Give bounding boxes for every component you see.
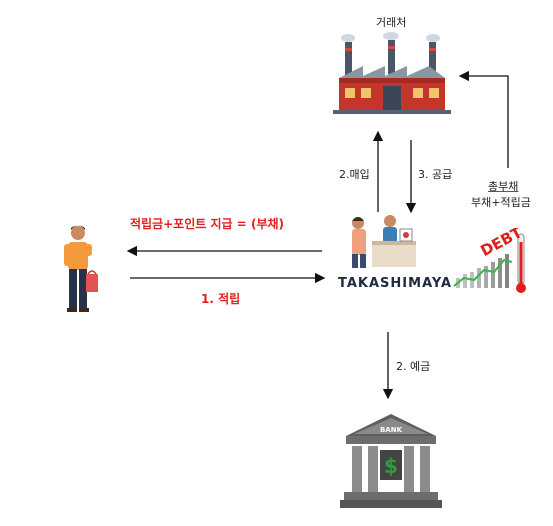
accumulate-label: 1. 적립 — [201, 292, 241, 306]
customer-icon — [64, 225, 98, 312]
factory-icon — [333, 32, 451, 114]
svg-text:$: $ — [384, 454, 398, 478]
debt-formula-label: 부채+적립금 — [471, 196, 531, 209]
points-payment-label: 적립금+포인트 지급 = (부채) — [130, 217, 285, 231]
debt-graph-icon: DEBT — [453, 228, 526, 293]
supplier-label: 거래처 — [376, 16, 407, 29]
deposit-label: 2. 예금 — [396, 360, 431, 373]
store-name: TAKASHIMAYA — [338, 276, 453, 291]
bank-sign: BANK — [380, 426, 403, 434]
supply-label: 3. 공급 — [418, 168, 453, 181]
purchase-label: 2.매입 — [339, 168, 370, 181]
bank-icon: $ BANK — [340, 414, 442, 508]
total-debt-label: 총부채 — [488, 180, 519, 193]
store-counter-icon — [352, 215, 416, 268]
arrow-debt-to-supplier — [458, 70, 509, 168]
